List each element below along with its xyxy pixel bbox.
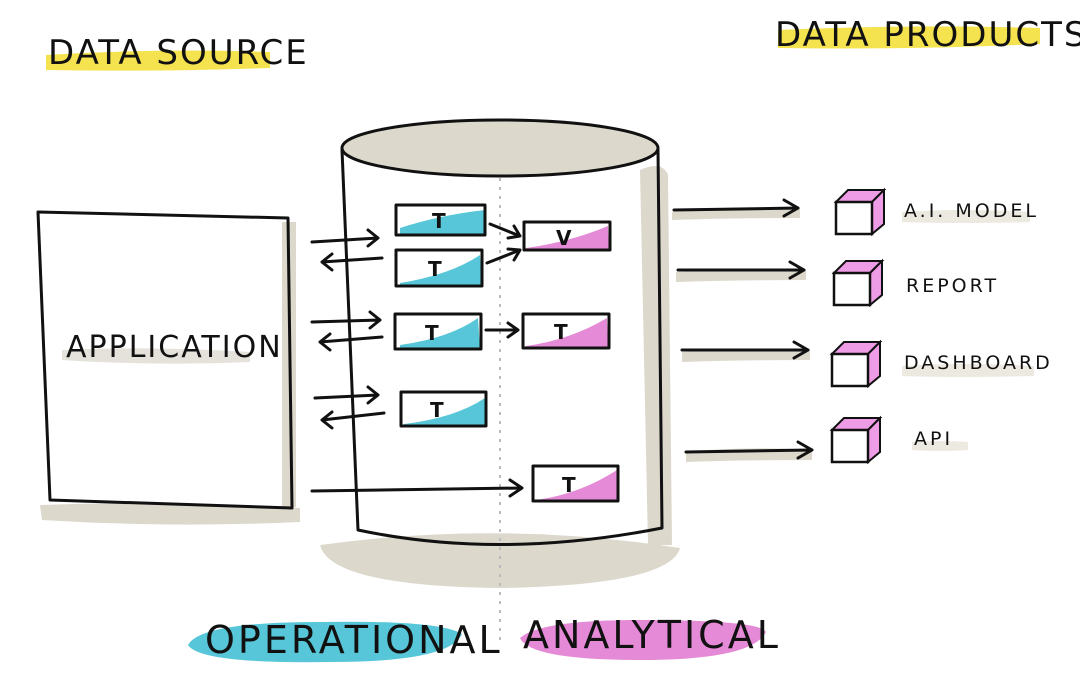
operational-table-1: T [394,203,487,237]
cylinder-side-shadow [640,166,672,545]
cube-icon [829,415,883,465]
product-arrows [672,198,814,462]
analytical-view-label: V [556,226,573,250]
application-label: APPLICATION [66,330,283,365]
operational-table-2: T [394,248,484,288]
operational-table-1-label: T [432,209,448,233]
product-report: REPORT [831,258,999,308]
operational-label: OPERATIONAL [205,618,503,662]
cylinder-bottom-shadow [320,533,680,588]
analytical-view: V [522,220,612,252]
product-dashboard: DASHBOARD [829,339,1053,389]
data-source-highlight [46,50,270,71]
cube-icon [833,187,887,237]
analytical-table-1-label: T [554,320,570,344]
data-products-highlight [778,26,1040,49]
product-api: API [829,415,968,465]
cylinder-body [340,148,664,546]
analytical-label: ANALYTICAL [523,613,781,657]
application-shadow [40,503,300,525]
product-dashboard-label: DASHBOARD [904,352,1053,374]
bidirectional-arrows [310,228,524,498]
operational-highlight [188,621,462,663]
application-label-shadow [62,348,250,364]
cylinder-top [340,118,660,178]
data-products-title: DATA PRODUCTS [775,15,1080,55]
analytical-highlight [520,620,766,660]
product-ai-model: A.I. MODEL [833,187,1039,237]
product-report-label: REPORT [906,275,999,297]
cube-icon [829,339,883,389]
analytical-table-2-label: T [562,473,578,497]
operational-table-4: T [399,390,488,428]
analytical-table-2: T [531,464,620,503]
operational-table-3-label: T [425,321,441,345]
analytical-table-1: T [521,312,611,350]
transform-arrows [484,222,522,339]
operational-table-4-label: T [430,398,446,422]
application-box [36,210,294,510]
operational-table-2-label: T [428,257,444,281]
data-source-title: DATA SOURCE [48,33,309,73]
operational-table-3: T [393,312,483,351]
cube-icon [831,258,885,308]
product-ai-model-label: A.I. MODEL [904,200,1039,222]
product-api-label: API [914,428,953,450]
